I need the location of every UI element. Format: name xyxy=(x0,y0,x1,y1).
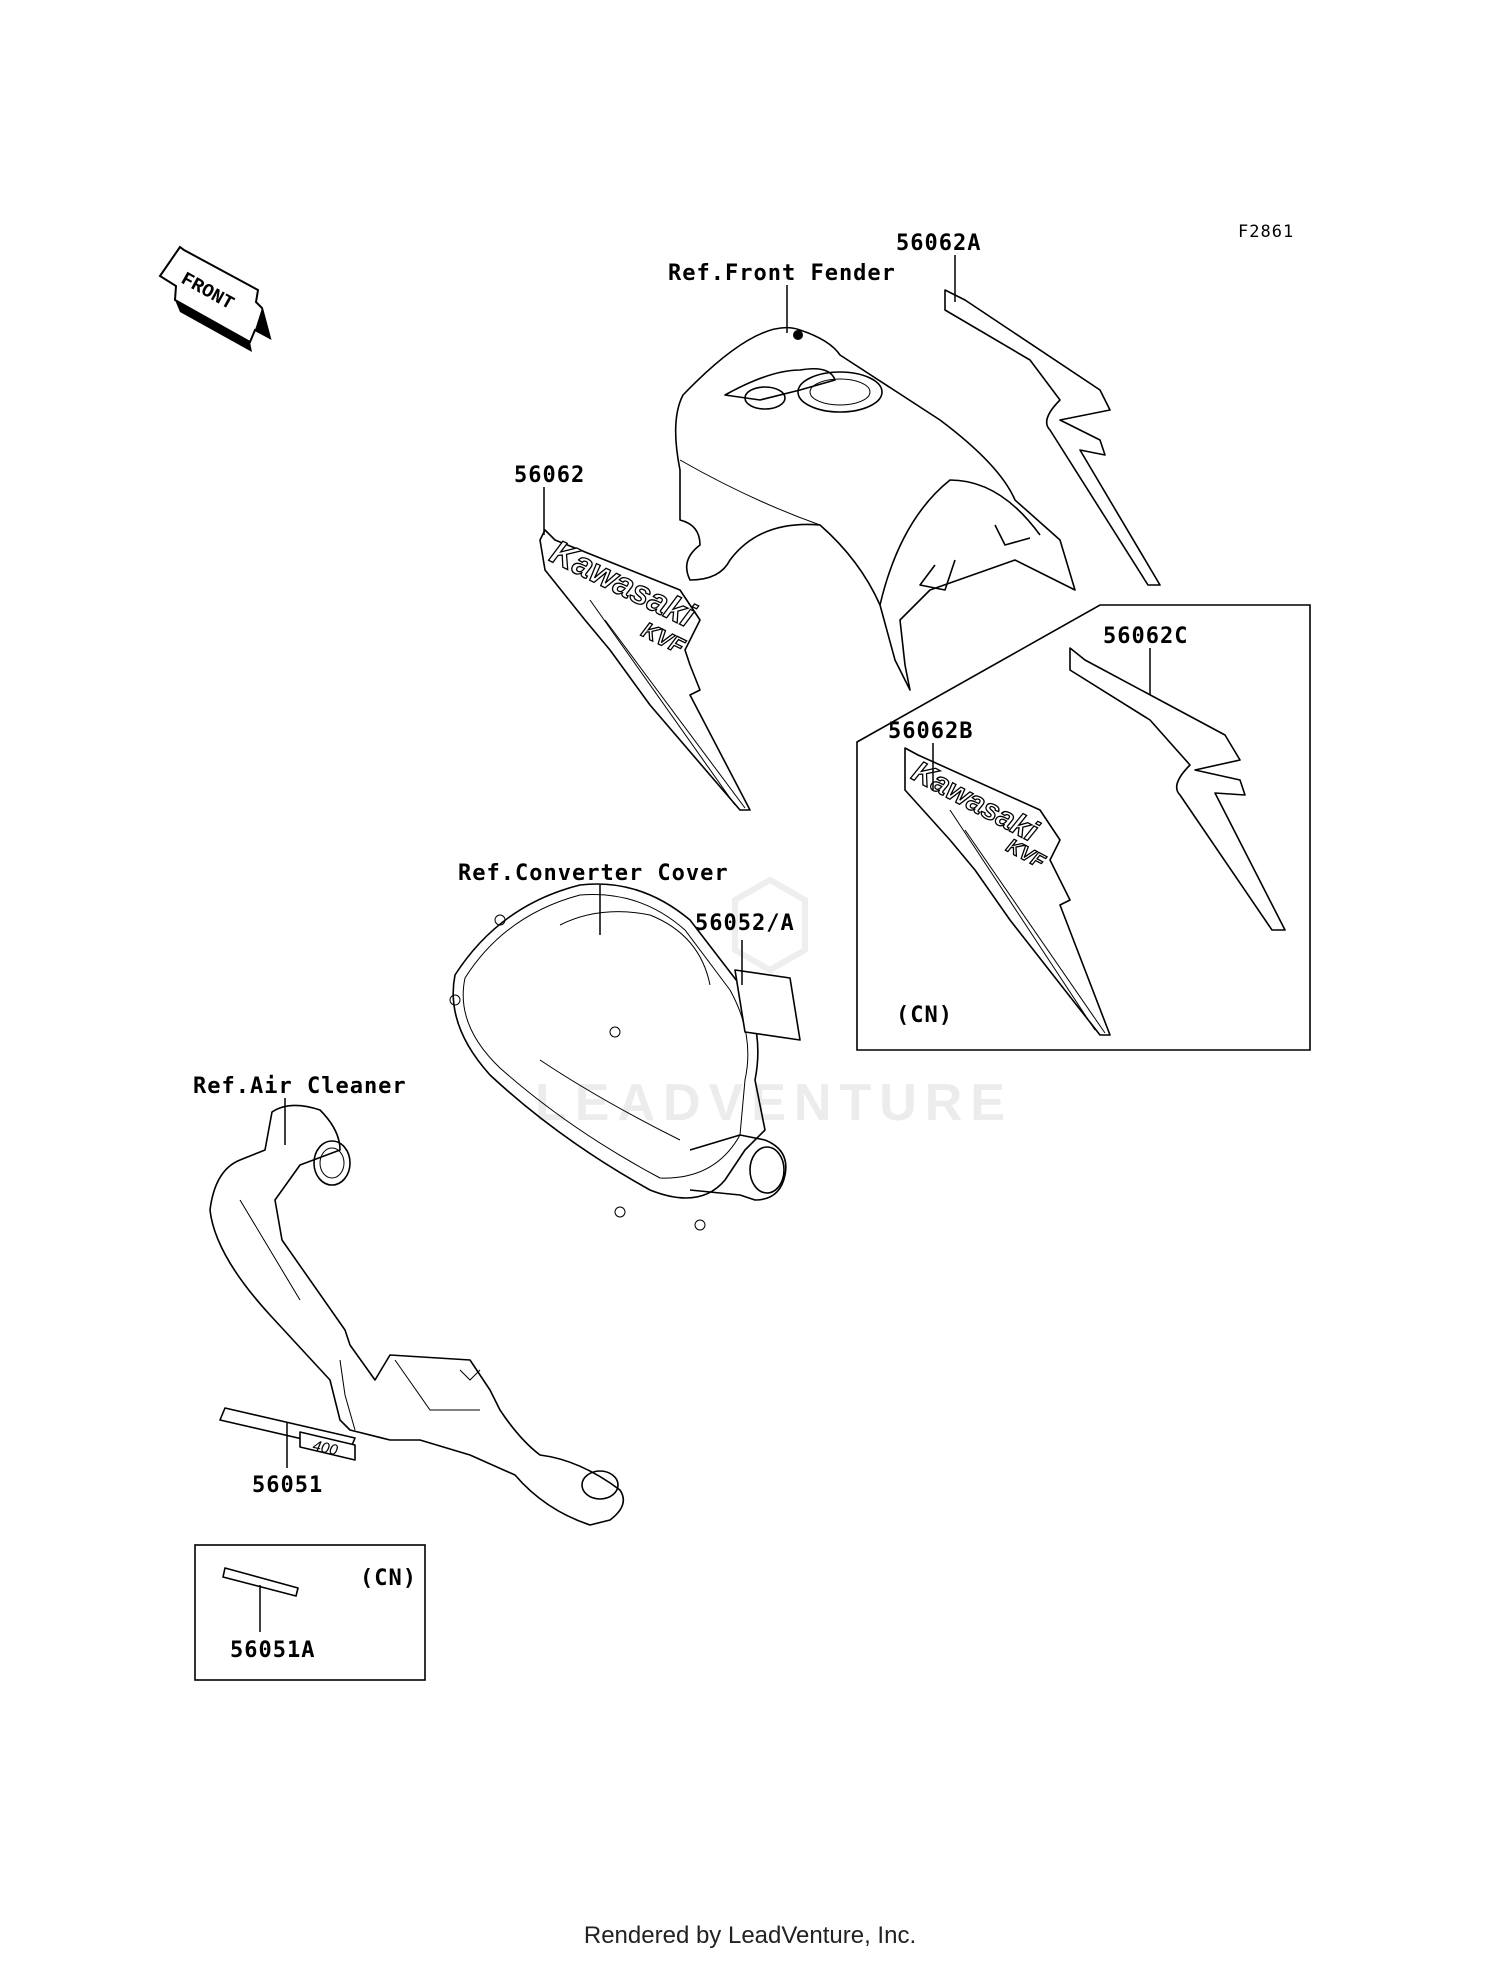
footer-credit: Rendered by LeadVenture, Inc. xyxy=(584,1922,916,1949)
label-cn-upper: (CN) xyxy=(896,1003,953,1028)
label-56062B: 56062B xyxy=(888,719,973,744)
converter-cover-part xyxy=(449,883,787,1231)
watermark-text: LEADVENTURE xyxy=(535,1074,1013,1132)
label-56052A: 56052/A xyxy=(695,911,795,936)
label-56062: 56062 xyxy=(514,463,585,488)
decal-56052A xyxy=(734,969,801,1041)
label-56062A: 56062A xyxy=(896,231,981,256)
decal-56051A xyxy=(222,1567,299,1597)
label-56051: 56051 xyxy=(252,1473,323,1498)
decal-56062: Kawasaki KVF xyxy=(539,529,751,811)
watermark: LEADVENTURE xyxy=(535,876,1013,1132)
cn-box-upper xyxy=(856,604,1311,1051)
label-ref-converter-cover: Ref.Converter Cover xyxy=(458,861,729,886)
label-ref-front-fender: Ref.Front Fender xyxy=(668,261,896,286)
label-ref-air-cleaner: Ref.Air Cleaner xyxy=(193,1074,407,1099)
front-arrow-icon: FRONT xyxy=(158,245,272,352)
decal-56062C xyxy=(1069,647,1286,931)
cn-box-lower xyxy=(194,1544,426,1681)
leader-lines xyxy=(259,255,1151,1632)
front-fender-part xyxy=(674,326,1076,691)
label-cn-lower: (CN) xyxy=(360,1566,417,1591)
label-56062C: 56062C xyxy=(1103,624,1188,649)
figure-code: F2861 xyxy=(1238,222,1294,242)
decal-56062A xyxy=(944,289,1161,586)
air-cleaner-duct-part xyxy=(209,1104,625,1526)
label-56051A: 56051A xyxy=(230,1638,315,1663)
decal-56051-text: 400 xyxy=(311,1437,340,1459)
decal-56062B: Kawasaki KVF xyxy=(904,747,1111,1036)
